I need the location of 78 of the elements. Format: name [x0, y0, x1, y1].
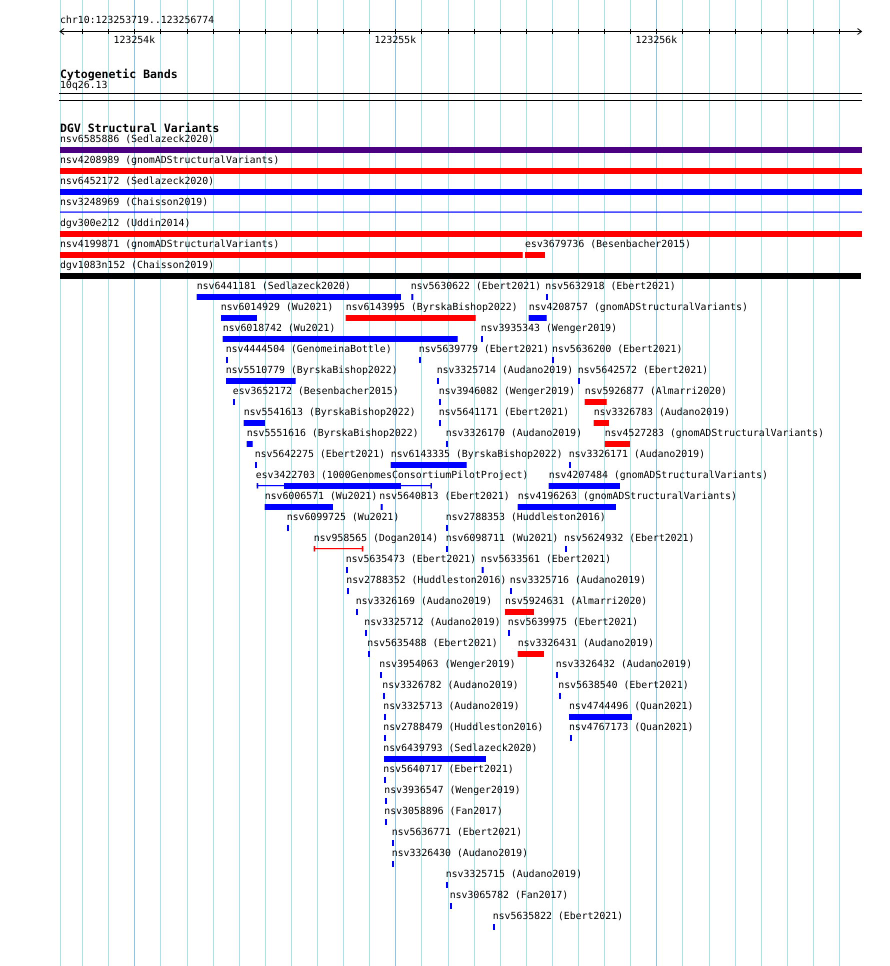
feature-label: nsv5924631 (Almarri2020) [505, 596, 648, 608]
feature-label: nsv6098711 (Wu2021) [446, 533, 558, 545]
feature-label: nsv5635822 (Ebert2021) [492, 911, 624, 923]
feature-label: nsv6441181 (Sedlazeck2020) [196, 281, 351, 293]
feature-label: nsv5541613 (ByrskaBishop2022) [244, 407, 416, 419]
feature-label: nsv6006571 (Wu2021) [264, 491, 378, 503]
feature-label: nsv6585886 (Sedlazeck2020) [60, 134, 214, 146]
tick-label: 123256k [636, 34, 678, 46]
feature-label: nsv4767173 (Quan2021) [569, 722, 694, 734]
feature-label: nsv5632918 (Ebert2021) [545, 281, 676, 293]
feature-label: nsv4208989 (gnomADStructuralVariants) [60, 155, 280, 167]
feature-label: nsv3954063 (Wenger2019) [379, 659, 516, 671]
feature-label: nsv2788352 (Huddleston2016) [346, 575, 506, 587]
feature-label: nsv5638540 (Ebert2021) [558, 680, 689, 692]
feature-label: nsv4208757 (gnomADStructuralVariants) [528, 302, 748, 314]
feature-label: nsv3248969 (Chaisson2019) [60, 197, 208, 209]
feature-label: nsv4199871 (gnomADStructuralVariants) [60, 239, 280, 251]
feature-label: nsv6018742 (Wu2021) [222, 323, 336, 335]
feature-label: nsv3325715 (Audano2019) [446, 869, 582, 881]
feature-label: dgv1083n152 (Chaisson2019) [60, 260, 214, 272]
feature-label: nsv3936547 (Wenger2019) [384, 785, 521, 797]
track-title: Cytogenetic Bands [60, 67, 178, 81]
feature-label: nsv3065782 (Fan2017) [450, 890, 568, 902]
feature-label: nsv3326170 (Audano2019) [446, 428, 582, 440]
feature-label: nsv6099725 (Wu2021) [286, 512, 400, 524]
feature-label: nsv3058896 (Fan2017) [384, 806, 503, 818]
feature-label: nsv5635473 (Ebert2021) [346, 554, 476, 566]
feature-label: esv3422703 (1000GenomesConsortiumPilotProject) [256, 470, 528, 482]
feature-label: nsv3326431 (Audano2019) [518, 638, 654, 650]
feature-label: nsv5640813 (Ebert2021) [379, 491, 510, 503]
feature-label: nsv5624932 (Ebert2021) [564, 533, 694, 545]
feature-label: nsv5630622 (Ebert2021) [410, 281, 542, 293]
feature-label: nsv5636771 (Ebert2021) [392, 827, 522, 839]
feature-label: esv3652172 (Besenbacher2015) [232, 386, 399, 398]
feature-label: nsv5642572 (Ebert2021) [578, 365, 708, 377]
feature-label: nsv3326782 (Audano2019) [382, 680, 519, 692]
tick-label: 123255k [374, 34, 416, 46]
feature-label: nsv4196263 (gnomADStructuralVariants) [518, 491, 737, 503]
feature-label: nsv5639975 (Ebert2021) [508, 617, 638, 629]
feature-label: nsv3325716 (Audano2019) [510, 575, 646, 587]
feature-label: nsv5551616 (ByrskaBishop2022) [246, 428, 419, 440]
feature-label: nsv3326432 (Audano2019) [556, 659, 692, 671]
feature-label: nsv3326430 (Audano2019) [392, 848, 528, 860]
feature-label: nsv6014929 (Wu2021) [220, 302, 334, 314]
feature-label: nsv3325714 (Audano2019) [436, 365, 573, 377]
feature-label: nsv5510779 (ByrskaBishop2022) [226, 365, 398, 377]
band-label: 10q26.13 [60, 80, 108, 92]
feature-label: nsv5633561 (Ebert2021) [480, 554, 612, 566]
feature-label: nsv3326169 (Audano2019) [356, 596, 492, 608]
feature-label: nsv5640717 (Ebert2021) [383, 764, 514, 776]
feature-label: nsv3325712 (Audano2019) [364, 617, 501, 629]
feature-label: nsv5639779 (Ebert2021) [418, 344, 550, 356]
feature-label: nsv4444504 (GenomeinaBottle) [226, 344, 392, 356]
track-title: DGV Structural Variants [60, 121, 220, 135]
feature-label: nsv6143335 (ByrskaBishop2022) [390, 449, 563, 461]
feature-label: nsv5636200 (Ebert2021) [552, 344, 682, 356]
feature-label: nsv2788479 (Huddleston2016) [383, 722, 544, 734]
feature-label: nsv6452172 (Sedlazeck2020) [60, 176, 214, 188]
feature-label: nsv6143995 (ByrskaBishop2022) [346, 302, 518, 314]
feature-label: nsv2788353 (Huddleston2016) [446, 512, 606, 524]
feature-label: nsv6439793 (Sedlazeck2020) [383, 743, 538, 755]
feature-label: dgv300e212 (Uddin2014) [60, 218, 190, 230]
feature-label: nsv4744496 (Quan2021) [569, 701, 694, 713]
feature-label: nsv5641171 (Ebert2021) [438, 407, 570, 419]
feature-label: nsv5926877 (Almarri2020) [584, 386, 727, 398]
feature-label: nsv4527283 (gnomADStructuralVariants) [604, 428, 824, 440]
feature-label: nsv3935343 (Wenger2019) [480, 323, 617, 335]
tick-label: 123254k [114, 34, 156, 46]
feature-label: nsv5635488 (Ebert2021) [367, 638, 498, 650]
feature-label: esv3679736 (Besenbacher2015) [525, 239, 691, 251]
feature-label: nsv4207484 (gnomADStructuralVariants) [548, 470, 768, 482]
feature-label: nsv5642275 (Ebert2021) [254, 449, 386, 461]
locus-label: chr10:123253719..123256774 [60, 15, 214, 27]
feature-label: nsv958565 (Dogan2014) [314, 533, 438, 545]
feature-label: nsv3325713 (Audano2019) [383, 701, 520, 713]
feature-label: nsv3946082 (Wenger2019) [438, 386, 575, 398]
feature-label: nsv3326783 (Audano2019) [594, 407, 730, 419]
feature-label: nsv3326171 (Audano2019) [568, 449, 705, 461]
